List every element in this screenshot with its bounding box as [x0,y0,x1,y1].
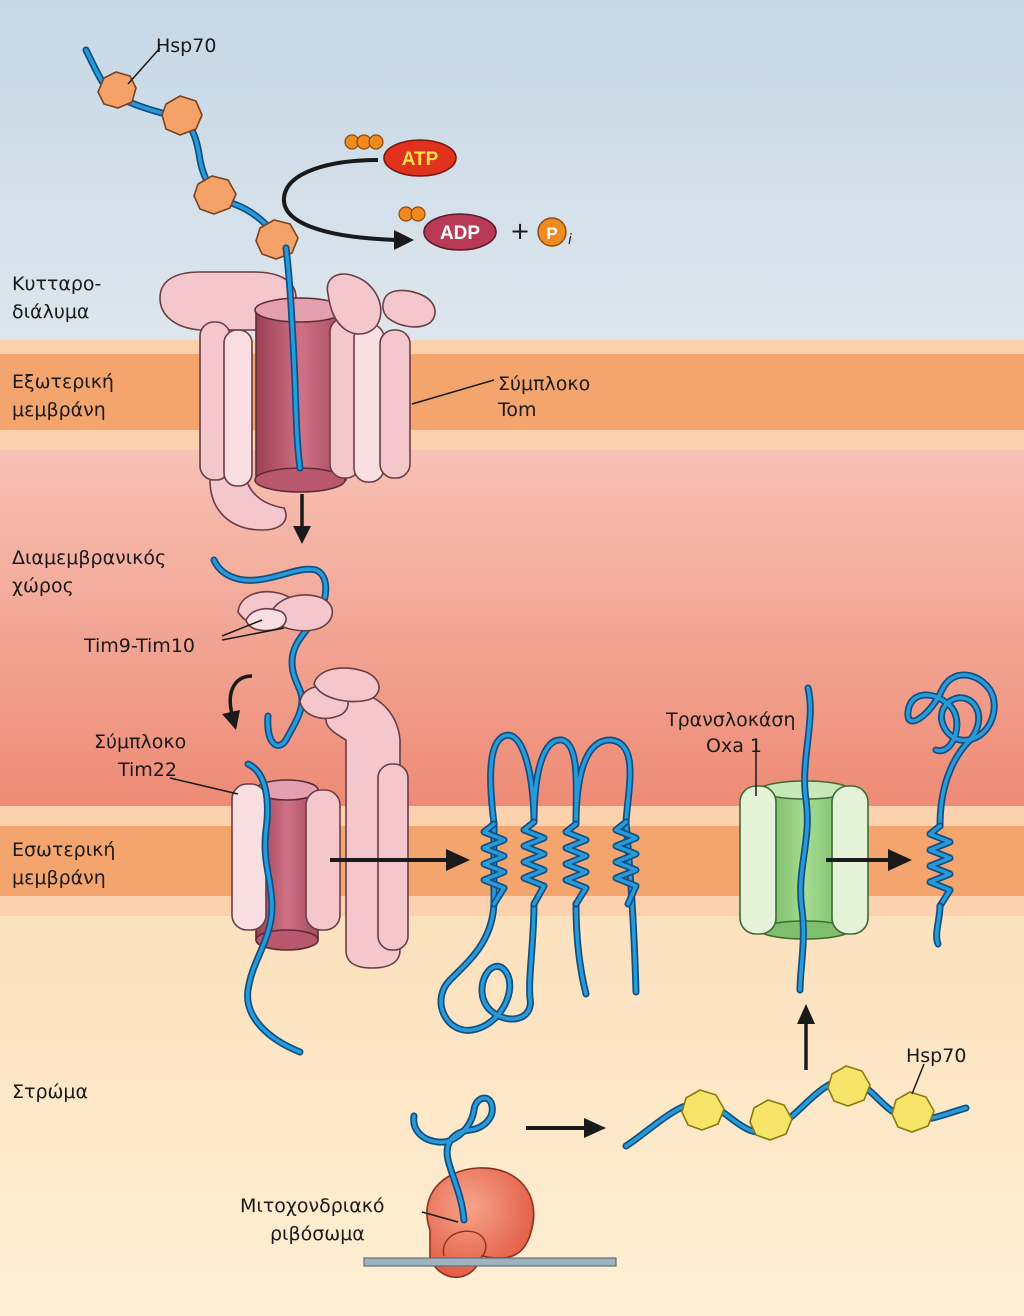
phosphate-bead [368,134,384,150]
insertion-arrow-head [222,710,240,730]
insertion-result-arrow-head [446,849,470,871]
hsp70-top-label: Hsp70 [156,35,216,57]
hsp70-molecule [891,1091,935,1133]
ribosome [426,1167,535,1279]
intermembrane-space-region [0,450,1024,806]
cytosolic-hsp70-chain [82,46,299,260]
outer-membrane-edge-bottom [0,430,1024,450]
inner-membrane-edge-top [0,806,1024,826]
reaction-arrow-head [394,230,414,250]
insertion-arrow [228,674,253,715]
tom-label-line1: Σύμπλοκο [498,373,590,395]
atp-badge [383,139,457,177]
cytosol-label-line2: διάλυμα [12,301,89,323]
oxa1-label-line2: Oxa 1 [706,735,762,757]
tim9-leader [221,619,263,637]
hsp70-top-leader [127,47,161,85]
plus-sign: + [510,217,530,245]
matrix-hsp70-chain [622,1065,970,1150]
outer-membrane-label-line2: μεμβράνη [12,399,106,421]
tom-label-line2: Tom [497,399,537,421]
tim22-label-line2: Tim22 [117,759,177,781]
outer-membrane-label-line1: Εξωτερική [12,371,114,393]
cytosol-region [0,0,1024,340]
hsp70-bottom-leader [911,1063,925,1095]
tim10-leader [221,627,285,641]
down-arrow-head [293,526,311,544]
hsp70-molecule [749,1099,793,1141]
intermembrane-label-line1: Διαμεμβρανικός [12,547,166,569]
inner-membrane-edge-bottom [0,896,1024,916]
hsp70-molecule [97,71,137,109]
inserted-multipass-protein [437,731,640,1034]
atp-hydrolysis: ATP ADP + P i [281,134,572,251]
hsp70-molecule [681,1089,725,1131]
pi-subscript: i [568,232,572,248]
oxa1-result-arrow-head [888,849,912,871]
cytosol-label-line1: Κυτταρο- [12,273,101,295]
ribosome-label-line2: ριβόσωμα [270,1223,365,1245]
oxa1-label-line1: Τρανσλοκάση [665,709,796,731]
adp-label: ADP [440,223,480,244]
inner-membrane-label-line2: μεμβράνη [12,867,106,889]
pi-letter: P [546,224,557,243]
hsp70-molecule [193,175,237,215]
hsp70-bottom-label: Hsp70 [906,1045,966,1067]
phosphate-bead [410,206,426,222]
up-arrow-head [797,1004,815,1024]
inner-membrane-label-line1: Εσωτερική [12,839,115,861]
hsp70-molecule [827,1065,871,1107]
atp-label: ATP [402,149,439,170]
hsp70-molecule [255,219,299,260]
outer-membrane-edge-top [0,340,1024,354]
adp-badge [423,213,497,251]
tim9-tim10-label: Tim9-Tim10 [83,635,195,657]
ribosome-to-hsp70-arrow-head [584,1118,606,1138]
tim22-label-line1: Σύμπλοκο [94,731,186,753]
tim22-leader [169,777,239,795]
ribosome-leader [421,1211,459,1223]
ribosome-label-line1: Μιτοχονδριακό [240,1195,385,1217]
tom-leader [411,379,495,405]
mrna-strand [363,1257,617,1267]
matrix-label: Στρώμα [12,1081,88,1103]
outer-membrane [0,354,1024,430]
hsp70-molecule [161,95,203,136]
intermembrane-label-line2: χώρος [12,575,74,597]
phosphate-pi-badge [537,217,567,247]
inserted-single-pass-protein [904,671,998,948]
tim9-tim10-complex [237,590,334,632]
